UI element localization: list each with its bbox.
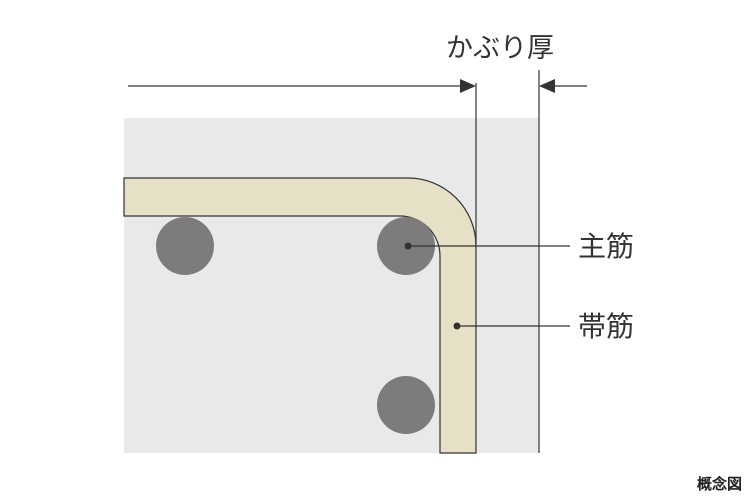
arrow-left-icon [539, 79, 555, 93]
concrete-section [124, 118, 539, 453]
cover-thickness-label: かぶり厚 [446, 33, 554, 64]
main-rebar-label: 主筋 [578, 230, 634, 263]
hoop-label: 帯筋 [578, 310, 634, 343]
main-rebar-left [156, 217, 214, 275]
main-rebar-bottom [377, 376, 435, 434]
arrow-right-icon [460, 79, 476, 93]
caption-text: 概念図 [696, 475, 742, 493]
